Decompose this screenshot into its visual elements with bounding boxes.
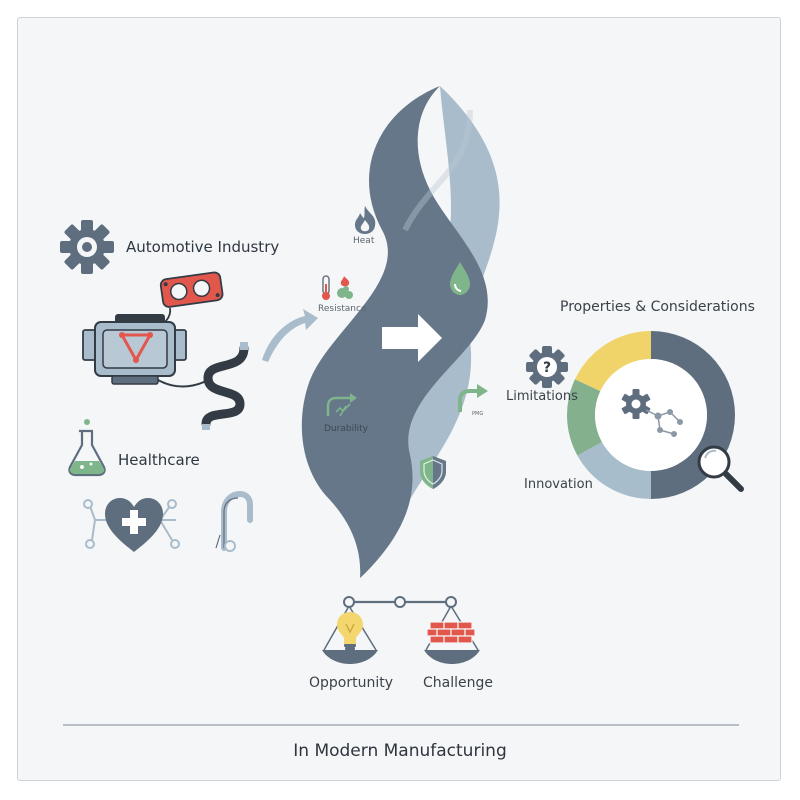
heart-network-icon [83,498,180,552]
growth-arrow-icon [458,384,488,412]
label-automotive-industry: Automotive Industry [126,238,280,256]
engine-icon [82,314,187,385]
label-opportunity: Opportunity [309,675,394,691]
main-arrow [382,314,442,362]
gear-icon [60,220,114,274]
water-drop-icon [450,262,470,295]
donut-hole [595,359,707,471]
thermometer-icon [322,275,330,300]
label-healthcare: Healthcare [118,451,200,469]
left-curved-arrow [262,309,318,362]
footer-divider [63,724,739,726]
chemistry-icon [337,276,353,299]
hose-icon [157,342,249,430]
durability-arrow-icon [326,393,357,417]
hook-icon [215,490,253,552]
gasket-icon [159,271,224,308]
label-properties-considerations: Properties & Considerations [560,299,755,315]
svg-text:?: ? [543,360,551,376]
flask-icon [68,419,106,477]
label-innovation: Innovation [524,477,593,492]
lightbulb-icon [337,612,363,650]
label-resistance: Resistance [318,304,367,314]
label-challenge: Challenge [423,675,493,691]
brick-wall-icon [426,621,476,644]
question-gear-icon: ? [526,346,568,388]
label-limitations: Limitations [506,389,578,404]
gear-molecule-icon [621,389,683,437]
flame-icon [355,206,376,234]
label-heat: Heat [353,236,375,246]
label-durability: Durability [324,424,368,434]
donut-segment-2 [567,379,602,456]
footer-title: In Modern Manufacturing [293,741,507,761]
donut-segment-3 [574,331,651,392]
ribbon-highlight [402,109,473,232]
label-small-arrow: PMG [472,411,484,417]
donut-segment-1 [577,441,651,499]
shield-icon [420,456,446,489]
magnifier-icon [697,445,744,492]
